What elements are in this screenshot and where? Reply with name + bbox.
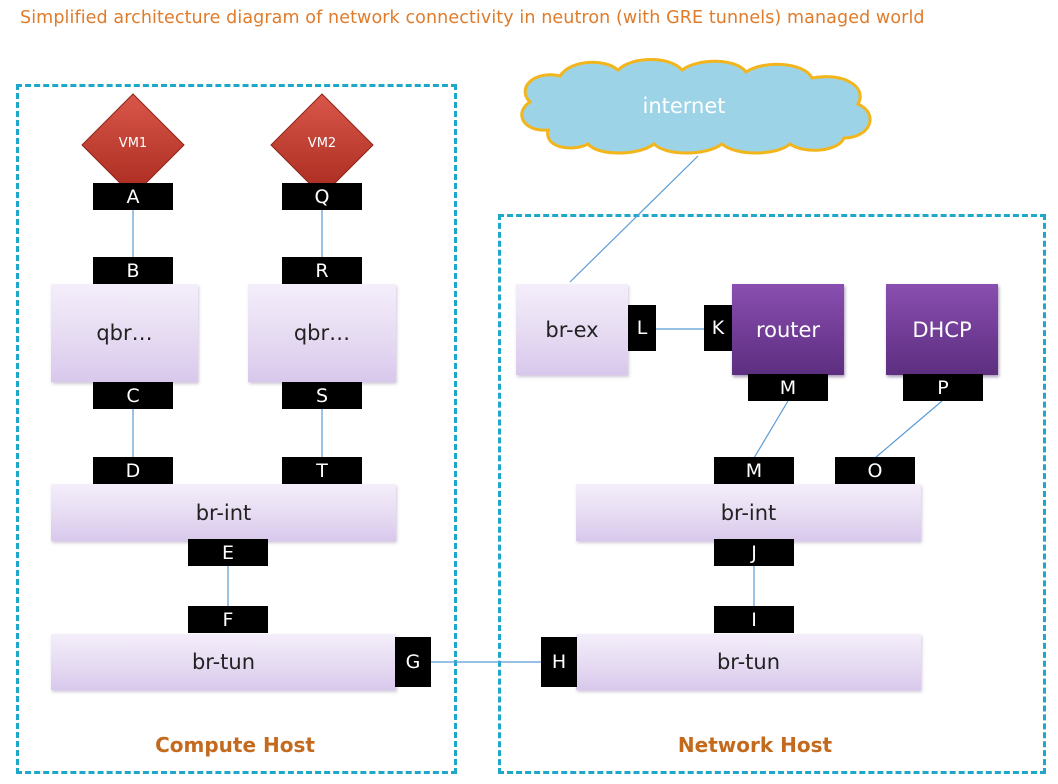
- port-h: H: [541, 637, 577, 687]
- compute-host-box: [16, 84, 457, 774]
- port-l: L: [628, 305, 656, 351]
- compute-br-int: br-int: [51, 484, 396, 541]
- port-g: G: [395, 637, 431, 687]
- vm1-label: VM1: [118, 136, 148, 151]
- network-host-label: Network Host: [677, 733, 833, 757]
- router-node: router: [732, 284, 844, 375]
- diagram-title: Simplified architecture diagram of netwo…: [20, 8, 925, 28]
- port-c: C: [93, 382, 173, 409]
- network-br-tun: br-tun: [576, 634, 921, 690]
- qbr-bridge-2: qbr…: [248, 284, 396, 382]
- port-s: S: [282, 382, 362, 409]
- port-j: J: [714, 539, 794, 566]
- port-f: F: [188, 606, 268, 633]
- port-k: K: [704, 305, 732, 351]
- internet-cloud-icon: internet: [520, 58, 872, 155]
- link-internet-brex: [569, 155, 699, 283]
- link-m-m: [753, 400, 789, 459]
- port-e: E: [188, 539, 268, 566]
- network-host-box: [498, 214, 1046, 774]
- dhcp-node: DHCP: [886, 284, 998, 375]
- port-m-int: M: [714, 457, 794, 484]
- port-i: I: [714, 606, 794, 633]
- br-ex-bridge: br-ex: [516, 284, 628, 375]
- port-d: D: [93, 457, 173, 484]
- port-o: O: [835, 457, 915, 484]
- port-r: R: [282, 257, 362, 284]
- port-p: P: [903, 374, 983, 401]
- port-b: B: [93, 257, 173, 284]
- port-a: A: [93, 183, 173, 210]
- port-t: T: [282, 457, 362, 484]
- internet-label: internet: [642, 94, 725, 118]
- network-br-int: br-int: [576, 484, 921, 541]
- port-q: Q: [282, 183, 362, 210]
- qbr-bridge-1: qbr…: [51, 284, 198, 382]
- port-m-router: M: [748, 374, 828, 401]
- link-p-o: [874, 400, 943, 459]
- compute-host-label: Compute Host: [155, 733, 315, 757]
- vm2-label: VM2: [307, 136, 337, 151]
- compute-br-tun: br-tun: [51, 634, 396, 690]
